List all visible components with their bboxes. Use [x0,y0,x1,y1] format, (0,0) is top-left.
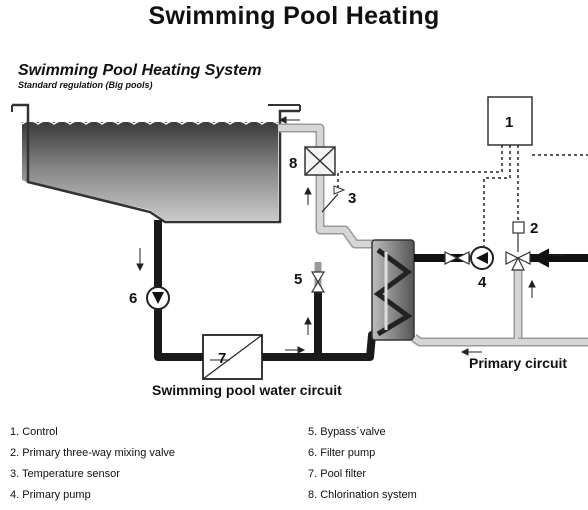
legend-item: 8. Chlorination system [308,489,417,501]
callout-1: 1 [505,114,513,131]
system-title: Swimming Pool Heating System [18,62,262,79]
callout-2: 2 [530,220,538,237]
temperature-sensor [321,185,346,213]
heat-exchanger [371,239,415,341]
filter-pump [146,286,170,310]
callout-4: 4 [478,274,487,291]
flow-arrows [136,116,566,361]
pool-filter [202,334,263,380]
legend-item: 2. Primary three-way mixing valve [10,447,176,459]
bypass-valve [310,271,326,293]
callout-7: 7 [218,350,226,367]
primary-circuit-label: Primary circuit [469,355,568,371]
callout-3: 3 [348,190,356,207]
primary-pump [444,246,494,270]
system-subtitle: Standard regulation (Big pools) [18,80,153,90]
control-unit [487,96,533,146]
page-title: Swimming Pool Heating [148,2,440,30]
callout-8: 8 [289,155,297,172]
return-pipe [278,123,382,249]
primary-circuit-pipes [411,254,588,347]
callout-6: 6 [129,290,137,307]
legend-item: 3. Temperature sensor [10,468,120,480]
inflow-arrow [530,248,582,268]
legend-item: 6. Filter pump [308,447,376,459]
control-wiring [337,145,588,246]
three-way-valve [505,221,531,271]
callout-5: 5 [294,271,302,288]
pool-basin [11,103,301,224]
legend-left: 1. Control 2. Primary three-way mixing v… [10,426,175,510]
pool-circuit-label: Swimming pool water circuit [152,382,342,398]
legend-item: 7. Pool filter [308,468,367,480]
legend-item: 5. Bypass´valve [308,426,386,438]
legend-item: 4. Primary pump [10,489,91,501]
legend-item: 1. Control [10,426,58,438]
chlorination-system [304,146,336,176]
legend-right: 5. Bypass´valve 6. Filter pump 7. Pool f… [308,426,417,510]
